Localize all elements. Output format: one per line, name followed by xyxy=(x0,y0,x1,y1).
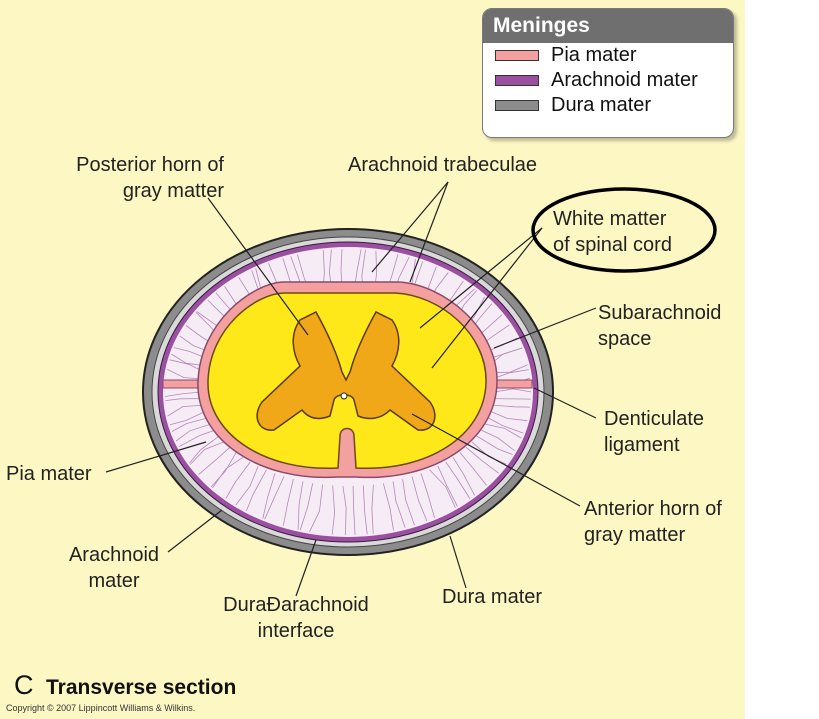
legend-item-arachnoid: Arachnoid mater xyxy=(483,68,733,93)
trabecula xyxy=(488,417,524,434)
trabecula xyxy=(331,485,336,535)
panel-title: Transverse section xyxy=(46,676,237,699)
trabecula xyxy=(465,446,499,474)
trabecula xyxy=(210,452,237,488)
trabecula xyxy=(452,457,475,496)
label-anterior-horn: Anterior horn of gray matter xyxy=(584,498,722,546)
label-dura-mater: Dura mater xyxy=(442,586,543,608)
copyright-notice: Copyright © 2007 Lippincott Williams & W… xyxy=(6,703,196,713)
trabecula xyxy=(490,411,528,422)
trabecula xyxy=(167,404,204,417)
trabecula xyxy=(485,423,522,439)
leader-lines xyxy=(105,181,597,597)
trabecula xyxy=(437,465,458,507)
trabecula xyxy=(371,484,374,534)
legend-label: Pia mater xyxy=(551,44,637,66)
trabecula xyxy=(420,473,435,519)
gray-matter xyxy=(256,311,436,431)
trabecula xyxy=(382,483,394,531)
trabecula xyxy=(476,435,513,455)
trabecula xyxy=(445,461,471,499)
label-subarachnoid-space: Subarachnoid space xyxy=(598,302,722,350)
trabecula xyxy=(309,484,323,532)
trabecula xyxy=(212,456,244,489)
dura-swatch xyxy=(495,100,539,111)
trabecula xyxy=(171,417,208,432)
legend-label: Arachnoid mater xyxy=(551,69,698,91)
trabecula xyxy=(235,465,259,506)
legend-item-dura: Dura mater xyxy=(483,93,733,118)
trabecula xyxy=(165,398,203,401)
central-canal xyxy=(340,392,348,400)
pia-swatch xyxy=(495,50,539,61)
trabecula xyxy=(189,435,220,464)
trabecula xyxy=(362,485,368,535)
trabecula xyxy=(493,388,532,393)
trabecula xyxy=(246,469,267,512)
trabecula xyxy=(342,485,347,536)
trabecula xyxy=(492,404,531,408)
trabecula xyxy=(225,461,251,499)
trabecula xyxy=(262,473,276,519)
trabecula xyxy=(282,479,294,526)
legend-label: Dura mater xyxy=(551,94,652,116)
trabecula xyxy=(481,429,516,452)
trabecula xyxy=(297,481,304,530)
trabecula xyxy=(352,485,356,535)
trabecula xyxy=(493,398,531,400)
label-dura-arachnoid-interface: DuraÐarachnoid interface xyxy=(223,594,369,642)
label-white-matter: White matter of spinal cord xyxy=(553,208,672,256)
arachnoid-swatch xyxy=(495,75,539,86)
trabecula xyxy=(264,476,285,520)
trabecula xyxy=(198,447,231,475)
trabecula xyxy=(190,441,225,465)
trabecula xyxy=(492,369,529,380)
label-posterior-horn: Posterior horn of gray matter xyxy=(76,154,224,202)
label-arachnoid-trabeculae: Arachnoid trabeculae xyxy=(348,154,538,176)
trabecula xyxy=(175,423,211,442)
highlight-oval xyxy=(531,187,717,273)
trabecula xyxy=(167,369,204,380)
label-pia-mater: Pia mater xyxy=(6,463,92,485)
label-denticulate-ligament: Denticulate ligament xyxy=(604,408,705,456)
trabecula xyxy=(178,429,215,448)
trabecula xyxy=(429,469,456,508)
trabecula xyxy=(392,481,406,528)
trabecula xyxy=(459,452,487,486)
legend-title: Meninges xyxy=(483,9,733,43)
label-arachnoid-mater: Arachnoid mater xyxy=(68,544,160,592)
legend-item-pia: Pia mater xyxy=(483,43,733,68)
meninges-legend: Meninges Pia mater Arachnoid mater Dura … xyxy=(482,8,734,138)
trabecula xyxy=(299,483,314,531)
trabecula xyxy=(402,479,415,526)
trabecula xyxy=(411,476,428,522)
trabecula xyxy=(471,441,507,465)
trabecula xyxy=(169,411,206,426)
trabecula xyxy=(165,391,203,397)
panel-letter: C xyxy=(14,670,34,700)
